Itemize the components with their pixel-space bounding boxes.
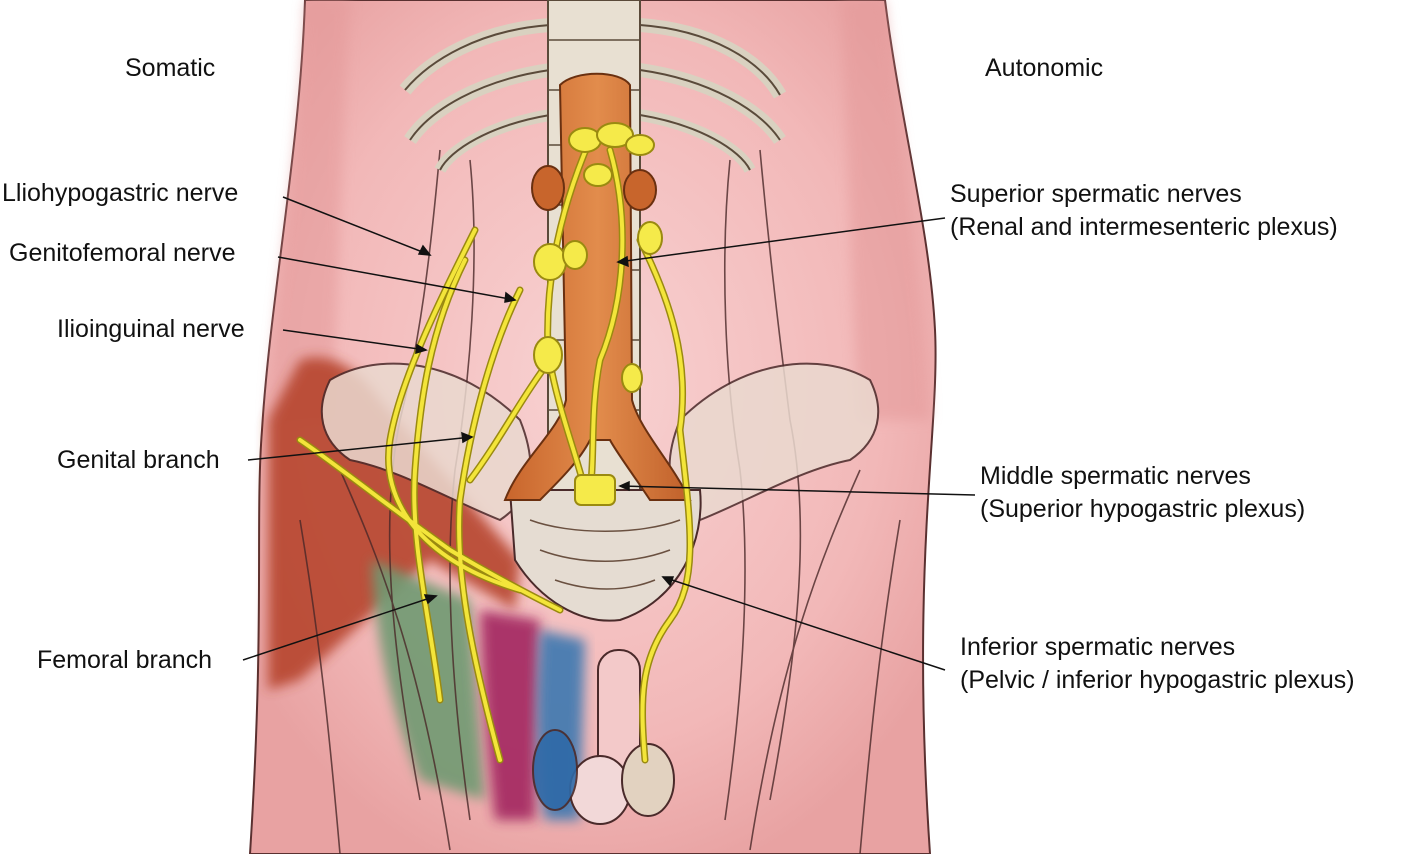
superior-spermatic-title: Superior spermatic nerves (950, 180, 1242, 208)
ganglia (533, 122, 663, 506)
superior-spermatic-nerves-label: Superior spermatic nerves (Renal and int… (950, 178, 1338, 244)
middle-spermatic-title: Middle spermatic nerves (980, 462, 1251, 490)
femoral-zone (372, 560, 485, 800)
middle-spermatic-subtitle: (Superior hypogastric plexus) (980, 495, 1306, 523)
inferior-spermatic-title: Inferior spermatic nerves (960, 633, 1236, 661)
inferior-spermatic-nerves-label: Inferior spermatic nerves (Pelvic / infe… (960, 631, 1355, 697)
superior-spermatic-subtitle: (Renal and intermesenteric plexus) (950, 213, 1338, 241)
somatic-heading: Somatic (125, 54, 216, 82)
rib-cage (399, 18, 787, 174)
genitalia (532, 649, 675, 825)
pelvis (320, 362, 880, 622)
ilioinguinal-nerve-label: Ilioinguinal nerve (57, 315, 245, 343)
femoral-branch-label: Femoral branch (37, 646, 213, 674)
genital-zone (480, 610, 540, 820)
iliohypogastric-nerve-label: Lliohypogastric nerve (2, 179, 239, 207)
inferior-spermatic-subtitle: (Pelvic / inferior hypogastric plexus) (960, 666, 1355, 694)
left-flank-shade (268, 0, 350, 420)
genital-branch-label: Genital branch (57, 446, 220, 474)
renal-artery-right (623, 169, 657, 211)
leader-lines (242, 196, 976, 671)
renal-artery-left (531, 165, 565, 211)
genitofemoral-nerve-label: Genitofemoral nerve (9, 239, 236, 267)
autonomic-heading: Autonomic (985, 54, 1104, 82)
nerve-network (296, 136, 694, 764)
right-flank-shade (840, 0, 930, 420)
middle-spermatic-nerves-label: Middle spermatic nerves (Superior hypoga… (980, 460, 1305, 526)
aorta (503, 72, 692, 501)
